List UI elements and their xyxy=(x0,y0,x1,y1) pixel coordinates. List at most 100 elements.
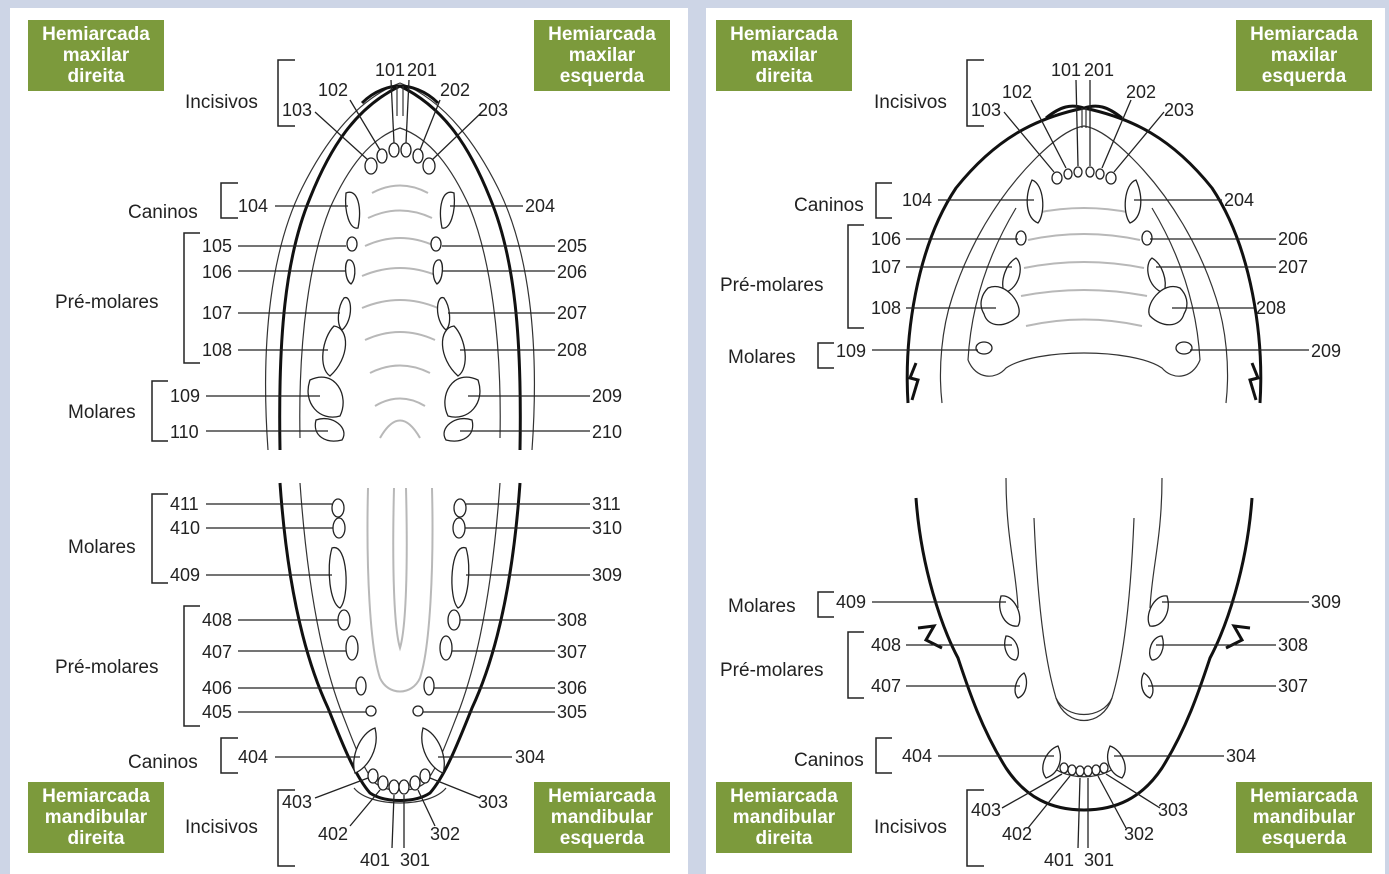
tooth-306: 306 xyxy=(557,678,587,698)
tooth-104-cat: 104 xyxy=(902,190,932,210)
cat-lower-jaw-outline xyxy=(916,498,1252,810)
tooth-101: 101 xyxy=(375,60,405,80)
tooth-105: 105 xyxy=(202,236,232,256)
tooth-307: 307 xyxy=(557,642,587,662)
label-caninos-lower-cat: Caninos xyxy=(794,750,864,771)
tooth-302: 302 xyxy=(430,824,460,844)
tooth-106-cat: 106 xyxy=(871,229,901,249)
tooth-401: 401 xyxy=(360,850,390,870)
label-molares-cat: Molares xyxy=(728,347,796,368)
badge-lower-right: Hemiarcada mandibular direita xyxy=(28,782,164,853)
label-incisivos: Incisivos xyxy=(185,92,258,113)
tooth-204: 204 xyxy=(525,196,555,216)
badge-upper-right: Hemiarcada maxilar direita xyxy=(28,20,164,91)
cat-palate-rugae xyxy=(1021,208,1147,326)
dog-dental-chart: Incisivos 101 201 102 202 103 203 Canino… xyxy=(10,8,688,874)
tooth-405: 405 xyxy=(202,702,232,722)
tooth-308: 308 xyxy=(557,610,587,630)
tooth-102: 102 xyxy=(318,80,348,100)
tooth-110: 110 xyxy=(170,422,199,442)
tooth-109-cat: 109 xyxy=(836,341,866,361)
tooth-401-cat: 401 xyxy=(1044,850,1074,870)
tooth-206-cat: 206 xyxy=(1278,229,1308,249)
label-molares-lower: Molares xyxy=(68,537,136,558)
tooth-209: 209 xyxy=(592,386,622,406)
dog-diagram: Incisivos 101 201 102 202 103 203 Canino… xyxy=(10,8,688,874)
dog-upper-labels: Incisivos 101 201 102 202 103 203 Canino… xyxy=(55,60,622,442)
label-molares-lower-cat: Molares xyxy=(728,596,796,617)
tooth-402: 402 xyxy=(318,824,348,844)
badge-upper-right-cat: Hemiarcada maxilar direita xyxy=(716,20,852,91)
tooth-103: 103 xyxy=(282,100,312,120)
tooth-410: 410 xyxy=(170,518,200,538)
badge-upper-left: Hemiarcada maxilar esquerda xyxy=(534,20,670,91)
tooth-107: 107 xyxy=(202,303,232,323)
tooth-207-cat: 207 xyxy=(1278,257,1308,277)
tooth-301-cat: 301 xyxy=(1084,850,1114,870)
badge-upper-left-cat: Hemiarcada maxilar esquerda xyxy=(1236,20,1372,91)
label-incisivos-lower-cat: Incisivos xyxy=(874,817,947,838)
tooth-205: 205 xyxy=(557,236,587,256)
tooth-403-cat: 403 xyxy=(971,800,1001,820)
tooth-403: 403 xyxy=(282,792,312,812)
tooth-404-cat: 404 xyxy=(902,746,932,766)
tooth-208: 208 xyxy=(557,340,587,360)
tooth-102-cat: 102 xyxy=(1002,82,1032,102)
label-caninos-lower: Caninos xyxy=(128,752,198,773)
tooth-101-cat: 101 xyxy=(1051,60,1081,80)
tooth-304: 304 xyxy=(515,747,545,767)
tooth-310: 310 xyxy=(592,518,622,538)
tooth-108: 108 xyxy=(202,340,232,360)
tooth-106: 106 xyxy=(202,262,232,282)
dog-palate-rugae xyxy=(362,186,438,439)
tooth-411: 411 xyxy=(170,494,199,514)
tooth-406: 406 xyxy=(202,678,232,698)
label-incisivos-cat: Incisivos xyxy=(874,92,947,113)
tooth-107-cat: 107 xyxy=(871,257,901,277)
cat-lower-teeth xyxy=(1000,596,1169,778)
tooth-204-cat: 204 xyxy=(1224,190,1254,210)
tooth-311: 311 xyxy=(592,494,621,514)
label-molares: Molares xyxy=(68,402,136,423)
tooth-308-cat: 308 xyxy=(1278,635,1308,655)
badge-lower-right-cat: Hemiarcada mandibular direita xyxy=(716,782,852,853)
cat-upper-teeth xyxy=(976,167,1192,354)
tooth-303-cat: 303 xyxy=(1158,800,1188,820)
cat-dental-chart: Incisivos 101 201 102 202 103 203 Canino… xyxy=(706,8,1385,874)
badge-lower-left: Hemiarcada mandibular esquerda xyxy=(534,782,670,853)
tooth-407-cat: 407 xyxy=(871,676,901,696)
tooth-203-cat: 203 xyxy=(1164,100,1194,120)
tooth-301: 301 xyxy=(400,850,430,870)
tooth-201: 201 xyxy=(407,60,437,80)
tooth-203: 203 xyxy=(478,100,508,120)
tooth-408-cat: 408 xyxy=(871,635,901,655)
tooth-201-cat: 201 xyxy=(1084,60,1114,80)
tooth-408: 408 xyxy=(202,610,232,630)
tooth-409: 409 xyxy=(170,565,200,585)
tooth-207: 207 xyxy=(557,303,587,323)
label-caninos: Caninos xyxy=(128,202,198,223)
tooth-202: 202 xyxy=(440,80,470,100)
tooth-304-cat: 304 xyxy=(1226,746,1256,766)
tooth-409-cat: 409 xyxy=(836,592,866,612)
tooth-206: 206 xyxy=(557,262,587,282)
tooth-104: 104 xyxy=(238,196,268,216)
cat-diagram: Incisivos 101 201 102 202 103 203 Canino… xyxy=(706,8,1385,874)
tooth-309-cat: 309 xyxy=(1311,592,1341,612)
label-premolares-cat: Pré-molares xyxy=(720,275,823,296)
tooth-209-cat: 209 xyxy=(1311,341,1341,361)
tooth-103-cat: 103 xyxy=(971,100,1001,120)
badge-lower-left-cat: Hemiarcada mandibular esquerda xyxy=(1236,782,1372,853)
tooth-108-cat: 108 xyxy=(871,298,901,318)
dog-lower-jaw-outline xyxy=(280,483,520,801)
tooth-202-cat: 202 xyxy=(1126,82,1156,102)
label-premolares-lower: Pré-molares xyxy=(55,657,158,678)
tooth-309: 309 xyxy=(592,565,622,585)
tooth-402-cat: 402 xyxy=(1002,824,1032,844)
dog-upper-teeth xyxy=(308,143,480,441)
label-premolares-lower-cat: Pré-molares xyxy=(720,660,823,681)
tooth-208-cat: 208 xyxy=(1256,298,1286,318)
tooth-302-cat: 302 xyxy=(1124,824,1154,844)
label-caninos-cat: Caninos xyxy=(794,195,864,216)
tooth-404: 404 xyxy=(238,747,268,767)
